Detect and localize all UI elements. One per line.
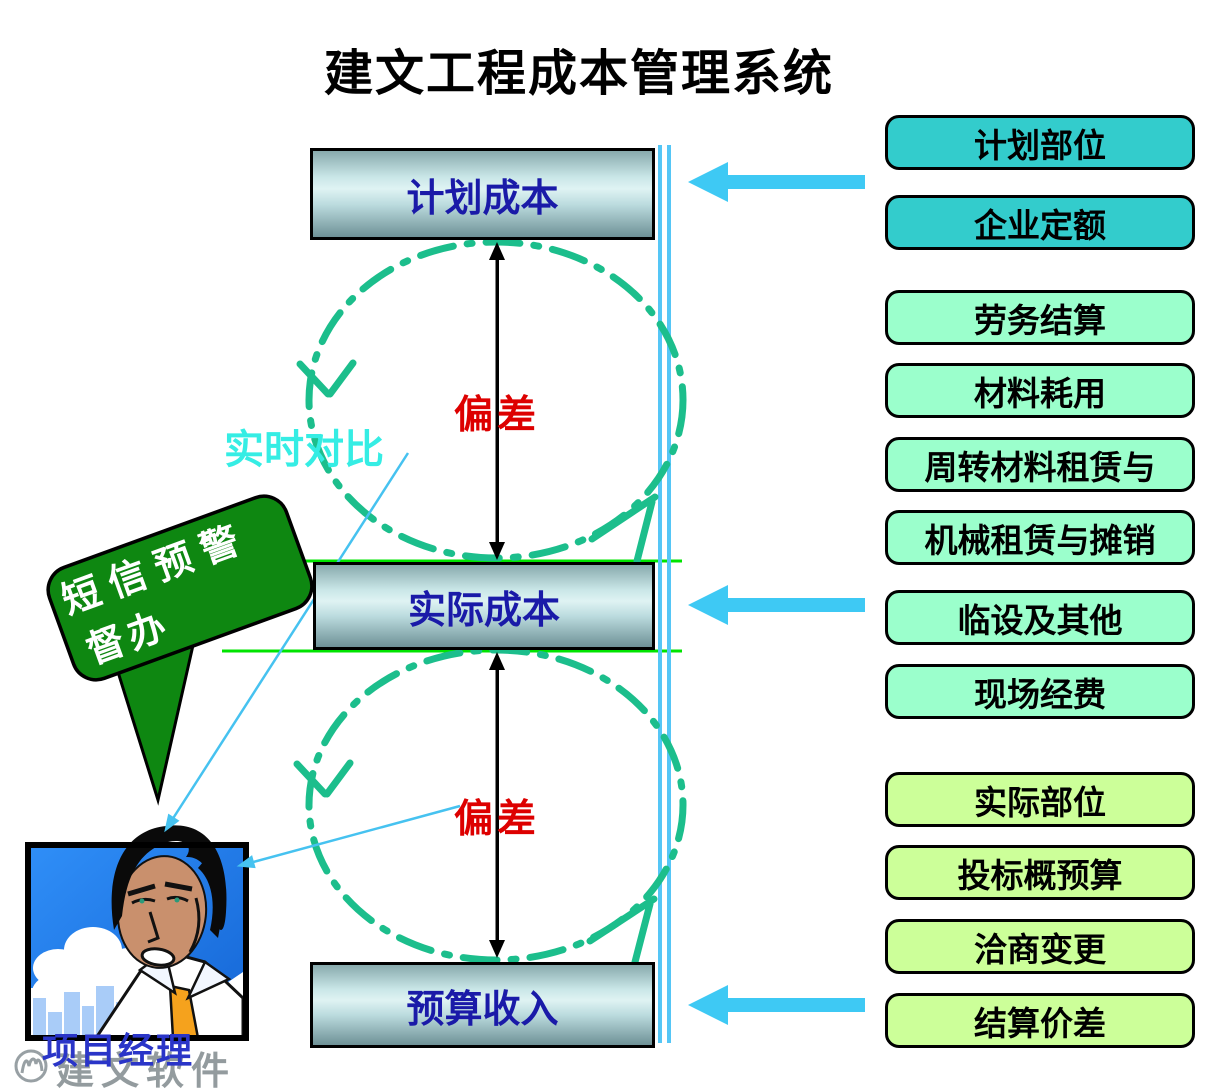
material-consumption-label: 材料耗用 <box>974 374 1106 412</box>
jianwen-logo-icon <box>14 1049 48 1083</box>
sms-alert-bubble <box>46 494 314 806</box>
realtime-compare-label: 实时对比 <box>224 428 384 472</box>
box-actual-cost: 实际成本 <box>313 562 655 650</box>
vertical-data-line <box>658 145 671 1043</box>
comparison-cycle-circles <box>293 238 687 966</box>
right-box-bid-budget: 投标概预算 <box>885 845 1195 900</box>
right-box-site-expenses: 现场经费 <box>885 664 1195 719</box>
right-box-machinery-lease-amortization: 机械租赁与摊销 <box>885 510 1195 565</box>
deviation-label-top: 偏差 <box>453 394 540 437</box>
deviation-arrow-bottom <box>489 652 505 958</box>
turnover-material-lease-label: 周转材料租赁与 <box>924 448 1156 486</box>
site-expenses-label: 现场经费 <box>974 675 1106 713</box>
right-box-labor-settlement: 劳务结算 <box>885 290 1195 345</box>
page-title: 建文工程成本管理系统 <box>323 47 834 101</box>
cycle-arrowhead-icon <box>296 359 357 398</box>
photo-frame <box>25 842 249 1041</box>
right-box-temporary-and-others: 临设及其他 <box>885 590 1195 645</box>
left-block-arrow-icon <box>688 162 865 1025</box>
right-box-actual-part: 实际部位 <box>885 772 1195 827</box>
planned-part-label: 计划部位 <box>974 126 1106 164</box>
actual-cost-label: 实际成本 <box>407 589 560 632</box>
deviation-label-bottom: 偏差 <box>453 798 540 841</box>
enterprise-quota-label: 企业定额 <box>974 206 1106 244</box>
right-box-turnover-material-lease: 周转材料租赁与 <box>885 437 1195 492</box>
box-budget-income: 预算收入 <box>310 962 655 1048</box>
deviation-arrow-top <box>489 242 505 560</box>
settlement-price-diff-label: 结算价差 <box>974 1004 1106 1042</box>
right-box-negotiated-change: 洽商变更 <box>885 919 1195 974</box>
negotiated-change-label: 洽商变更 <box>974 930 1106 968</box>
actual-part-label: 实际部位 <box>974 783 1106 821</box>
project-manager-label: 项目经理 <box>42 1030 195 1071</box>
budget-income-label: 预算收入 <box>406 988 559 1031</box>
project-manager-photo <box>25 825 249 1041</box>
right-box-enterprise-quota: 企业定额 <box>885 195 1195 250</box>
machinery-lease-label: 机械租赁与摊销 <box>924 521 1156 559</box>
box-plan-cost: 计划成本 <box>310 148 655 240</box>
cycle-arrowhead-icon <box>293 759 354 798</box>
labor-settlement-label: 劳务结算 <box>974 301 1106 339</box>
cycle-arrowhead-icon <box>586 895 658 966</box>
right-box-material-consumption: 材料耗用 <box>885 363 1195 418</box>
watermark-text: 建文软件 <box>56 1051 237 1090</box>
bid-budget-label: 投标概预算 <box>957 856 1123 894</box>
temporary-others-label: 临设及其他 <box>957 601 1123 639</box>
manager-figure <box>93 825 245 1040</box>
right-box-settlement-price-diff: 结算价差 <box>885 993 1195 1048</box>
plan-cost-label: 计划成本 <box>406 177 559 220</box>
pointer-arrows <box>164 452 461 869</box>
right-box-planned-part: 计划部位 <box>885 115 1195 170</box>
cycle-arrowhead-icon <box>588 493 659 565</box>
